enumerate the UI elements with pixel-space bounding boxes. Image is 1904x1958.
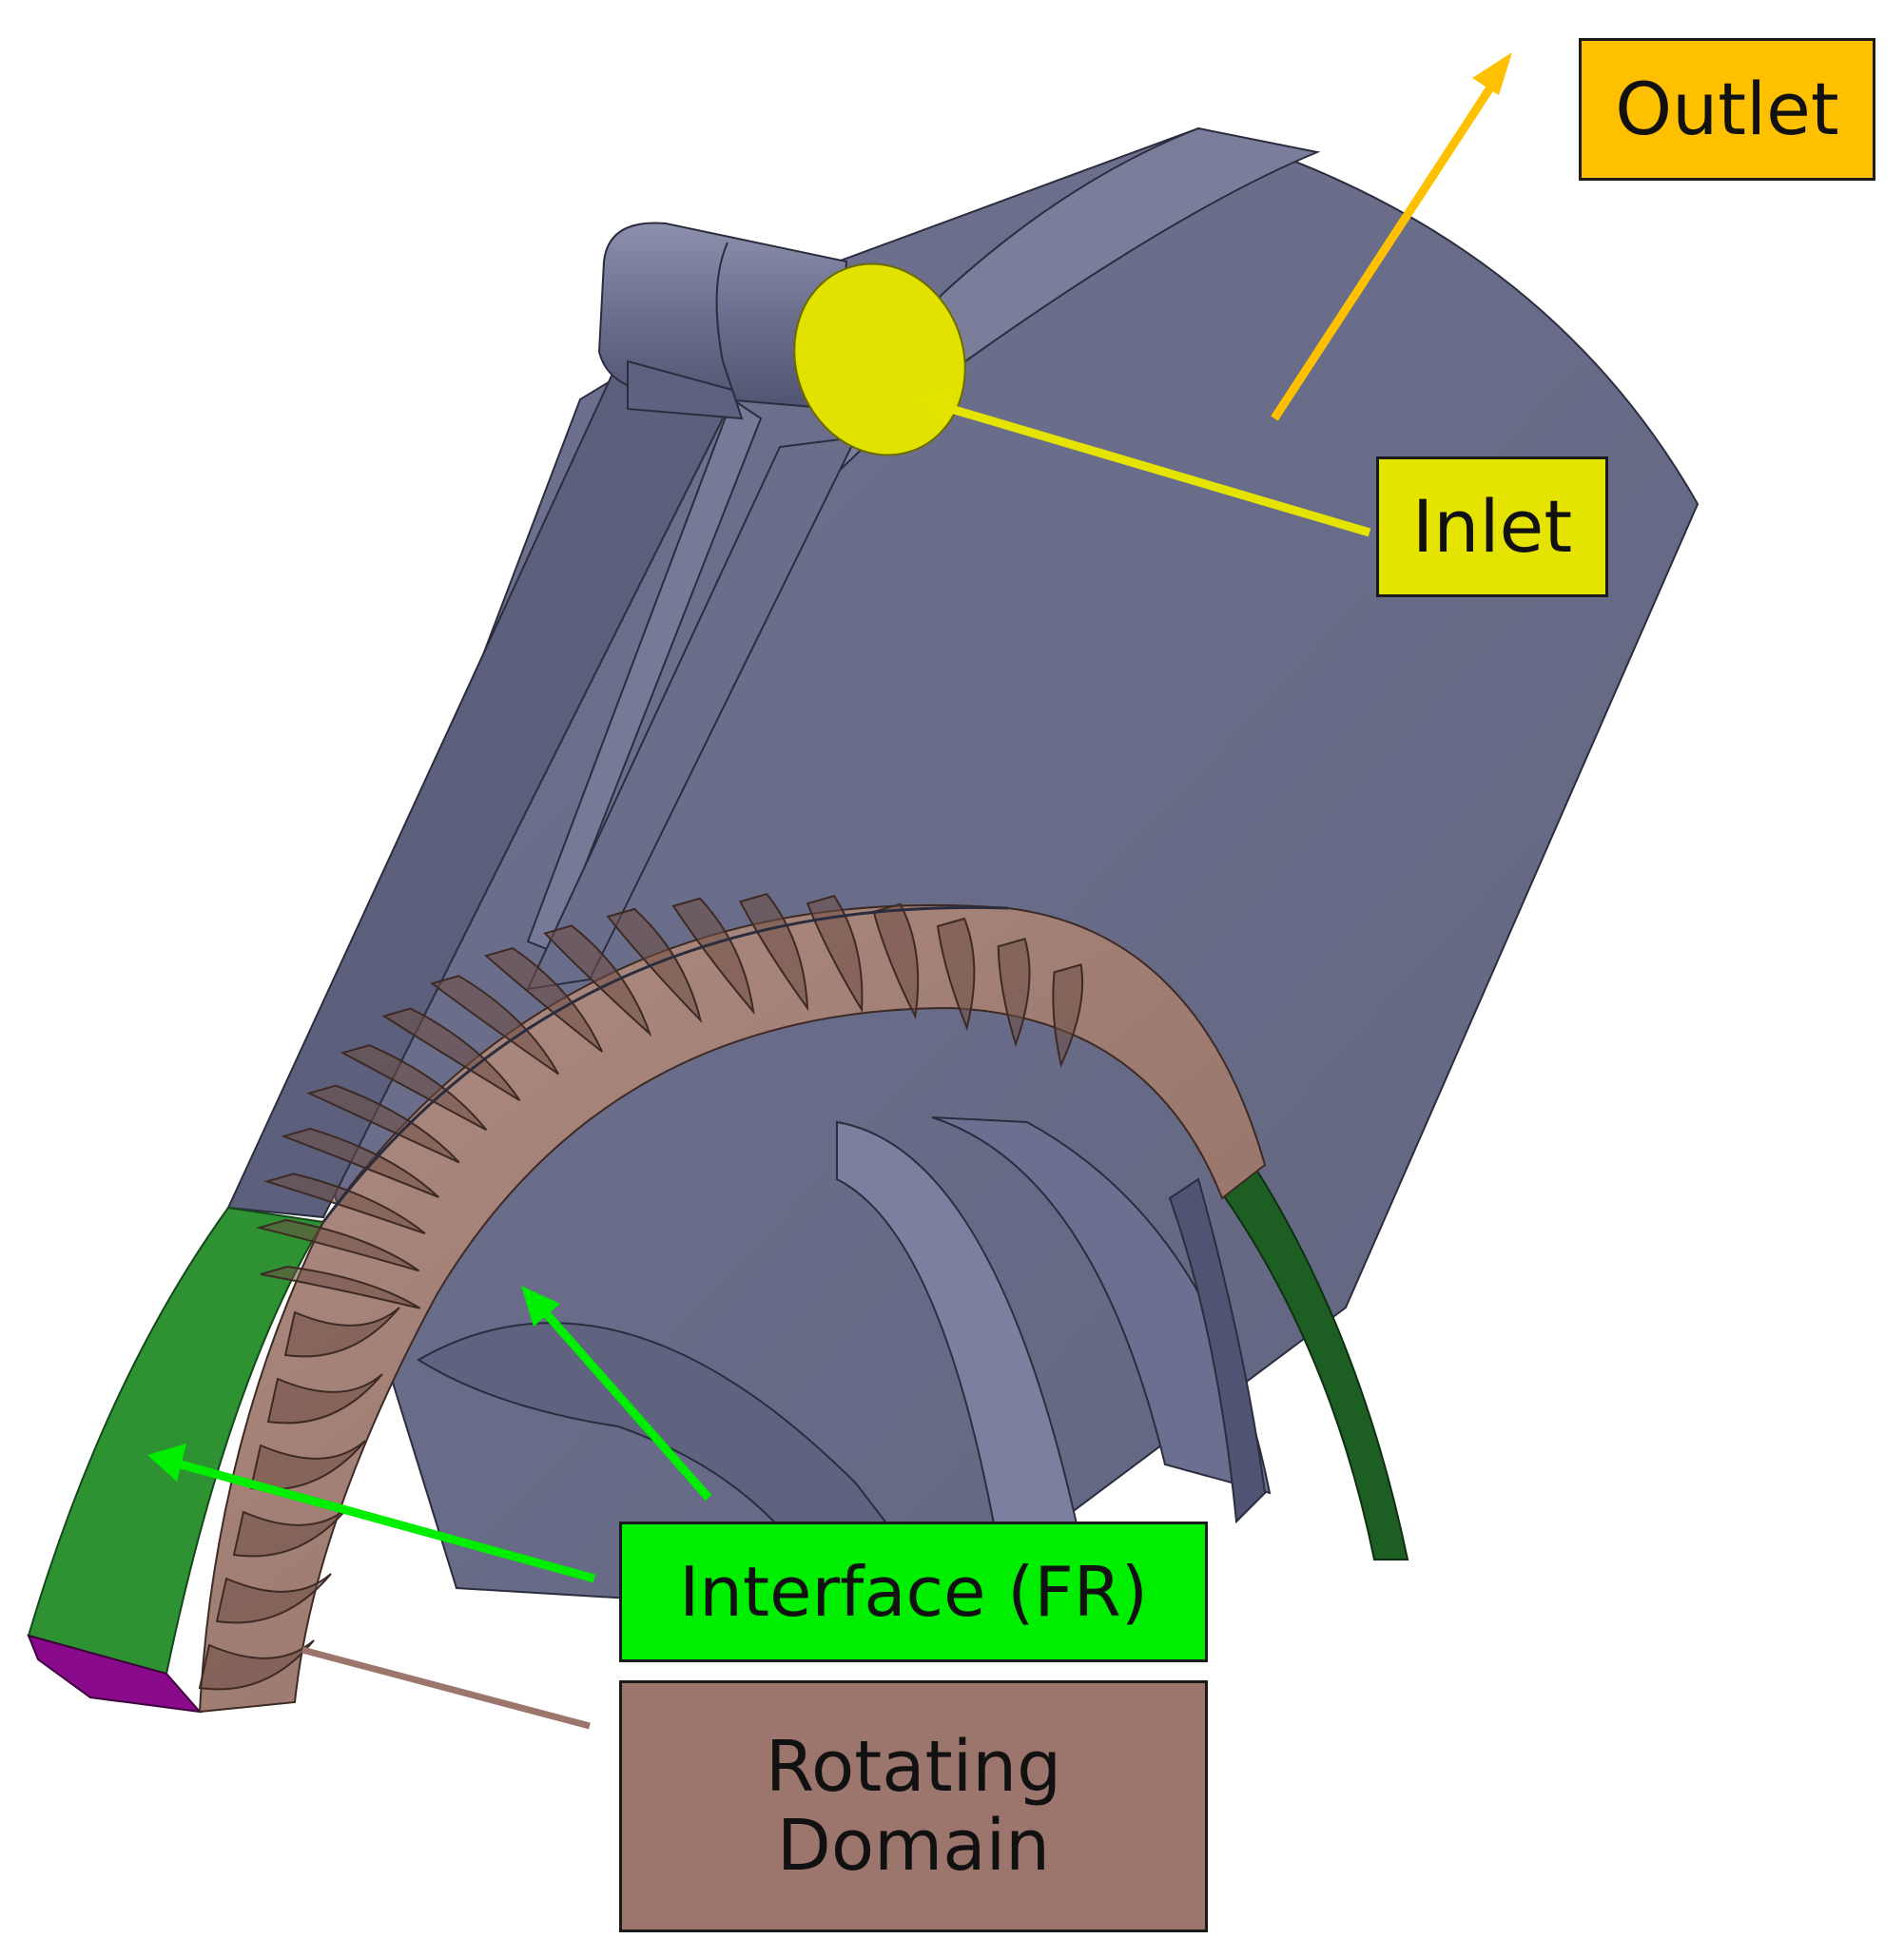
runner-blade <box>340 1044 488 1132</box>
runner-blade <box>260 1265 421 1309</box>
outlet-label: Outlet <box>1579 38 1875 181</box>
rotating-domain-label: Rotating Domain <box>619 1680 1208 1932</box>
interface-label-text: Interface (FR) <box>679 1551 1148 1632</box>
runner-blade <box>872 902 920 1020</box>
lower-passage-ring <box>931 1116 1272 1495</box>
inlet-pipe-support <box>627 359 744 420</box>
runner-blade <box>936 917 976 1032</box>
outlet-face <box>27 1634 203 1714</box>
interface-arrow-upper <box>543 1311 712 1501</box>
runner-blade <box>1052 963 1084 1069</box>
runner-blade <box>484 946 604 1053</box>
outlet-arrow-head <box>1472 52 1512 95</box>
runner-blade <box>381 1007 521 1101</box>
interface-face-right <box>1220 1158 1409 1561</box>
runner-blade <box>198 1639 315 1691</box>
rotating-leader <box>301 1646 591 1730</box>
runner-blade <box>306 1084 460 1164</box>
inlet-arrow <box>949 404 1371 537</box>
inlet-arrow-head <box>918 385 956 422</box>
casing-lower-edge <box>321 905 1009 1223</box>
inlet-label: Inlet <box>1376 456 1608 597</box>
rotating-label-line2: Domain <box>776 1804 1051 1887</box>
interface-arrow-left <box>179 1460 596 1583</box>
runner-blade <box>806 895 864 1014</box>
casing-inner-strip <box>526 436 858 991</box>
runner-blade <box>671 897 755 1016</box>
interface-label: Interface (FR) <box>619 1522 1208 1662</box>
inlet-pipe-seam <box>715 242 738 405</box>
interface-arrow-left-head <box>147 1444 186 1482</box>
runner-blade <box>263 1173 426 1235</box>
runner-blade <box>266 1373 383 1425</box>
runner-blade <box>430 975 560 1076</box>
runner-blade <box>283 1307 400 1358</box>
interface-arrow-upper-head <box>521 1286 560 1327</box>
annotation-arrows <box>147 52 1512 1730</box>
runner-blade <box>255 1219 420 1272</box>
outlet-label-text: Outlet <box>1615 67 1839 152</box>
lower-passage-ring-2 <box>1168 1177 1267 1524</box>
runner-blade <box>215 1573 332 1624</box>
runner-blade <box>997 938 1031 1048</box>
runner-blades <box>198 892 1084 1691</box>
rotating-label-line1: Rotating <box>765 1725 1062 1808</box>
runner-blade <box>543 924 651 1035</box>
runner-blade <box>281 1127 439 1198</box>
outlet-arrow <box>1271 73 1502 421</box>
inlet-label-text: Inlet <box>1411 484 1573 570</box>
inlet-face <box>793 262 966 456</box>
